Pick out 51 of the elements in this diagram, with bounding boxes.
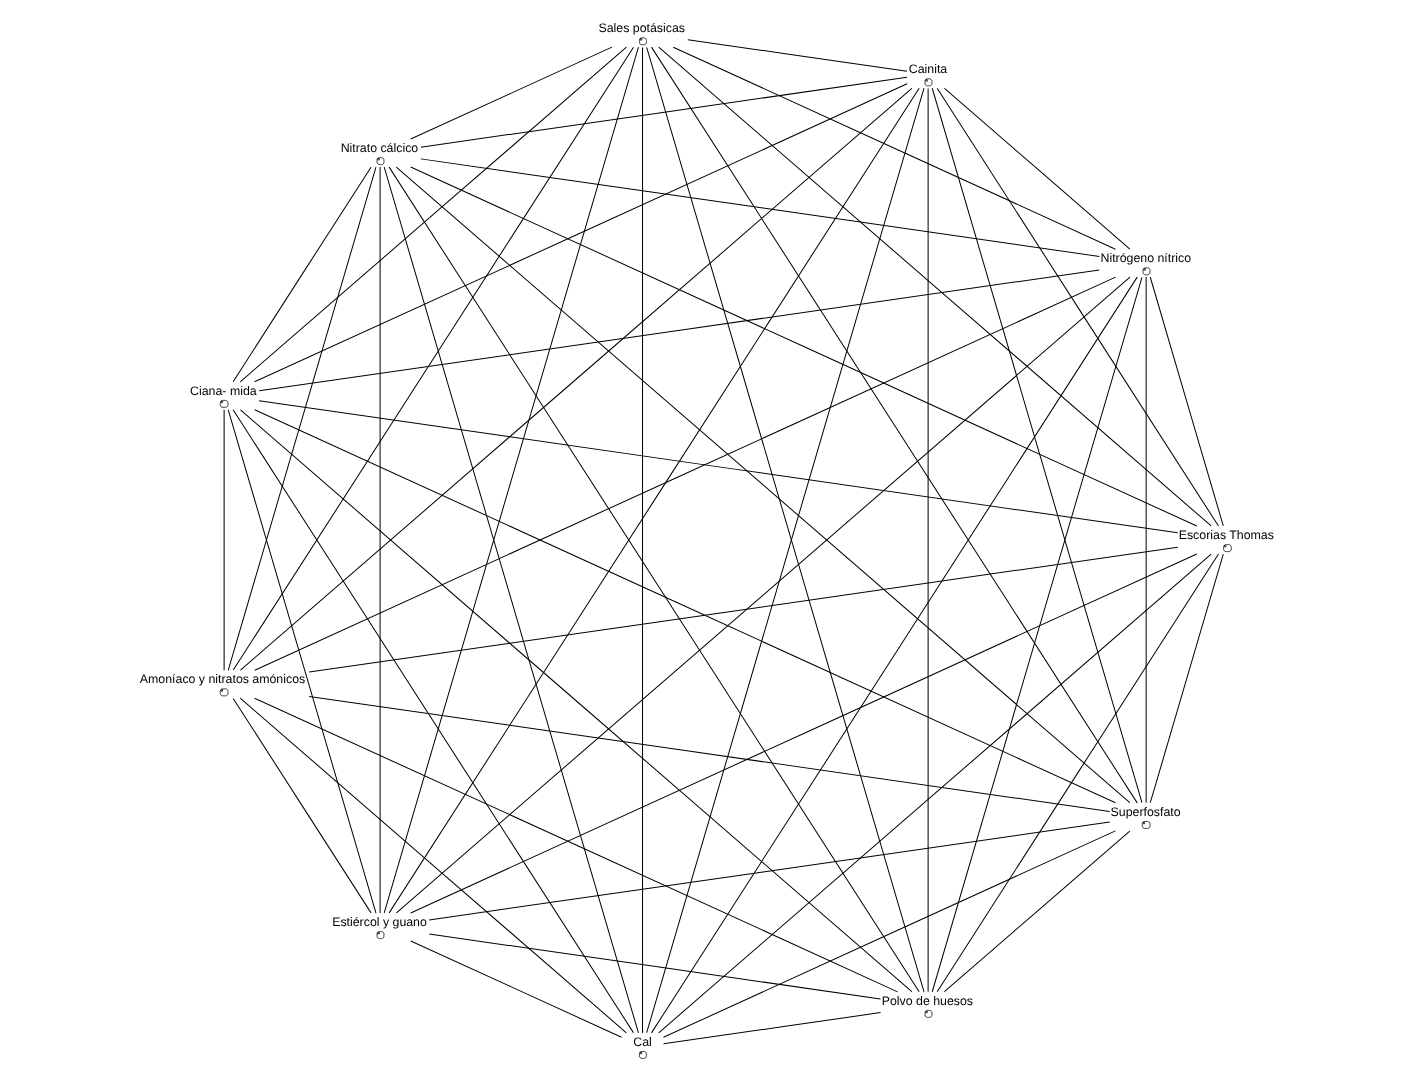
connector bbox=[308, 546, 1179, 673]
connector bbox=[258, 269, 1100, 392]
connector bbox=[410, 46, 613, 140]
connector bbox=[239, 46, 627, 383]
connector bbox=[232, 166, 372, 383]
connector bbox=[227, 166, 377, 671]
connector bbox=[254, 409, 1116, 804]
connector bbox=[420, 76, 908, 148]
connector bbox=[1149, 553, 1224, 804]
connector bbox=[395, 166, 1131, 804]
connector bbox=[428, 821, 1111, 921]
connector bbox=[651, 46, 1138, 804]
connector bbox=[240, 409, 913, 993]
connector bbox=[687, 39, 908, 72]
connector bbox=[1145, 276, 1147, 804]
connector bbox=[232, 46, 635, 671]
connector bbox=[254, 697, 899, 993]
connector bbox=[383, 166, 639, 1034]
connector bbox=[410, 940, 622, 1038]
connector bbox=[410, 166, 1198, 527]
connector bbox=[383, 46, 639, 914]
connector bbox=[663, 1012, 882, 1045]
connector bbox=[254, 276, 1117, 671]
connector bbox=[227, 409, 377, 914]
connector bbox=[388, 166, 920, 993]
connector bbox=[388, 87, 920, 914]
connector bbox=[308, 696, 1111, 813]
connector bbox=[232, 409, 634, 1034]
connector bbox=[420, 158, 1100, 257]
connector bbox=[642, 46, 644, 1034]
connector bbox=[258, 400, 1179, 534]
connector bbox=[672, 46, 1116, 250]
connector bbox=[395, 276, 1131, 914]
connector bbox=[662, 830, 1116, 1038]
connector bbox=[232, 697, 372, 914]
connector bbox=[658, 553, 1212, 1034]
connector bbox=[410, 553, 1198, 914]
connector bbox=[658, 46, 1212, 527]
connector bbox=[428, 933, 881, 1000]
connector bbox=[254, 83, 908, 383]
connector bbox=[651, 276, 1138, 1034]
connector bbox=[239, 697, 627, 1034]
connector bbox=[936, 87, 1219, 527]
connector bbox=[927, 88, 929, 993]
connector bbox=[1149, 276, 1224, 527]
connector bbox=[944, 87, 1131, 250]
connector bbox=[240, 87, 913, 671]
connector bbox=[931, 87, 1143, 804]
connector bbox=[936, 553, 1219, 993]
connector bbox=[943, 830, 1131, 993]
connector bbox=[379, 166, 381, 914]
